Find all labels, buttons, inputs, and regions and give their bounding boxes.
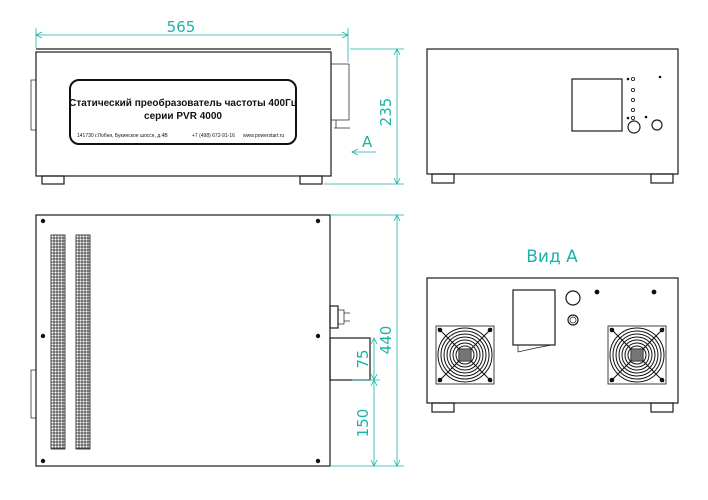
dimension-height-value: 235	[377, 98, 395, 127]
foot	[650, 402, 674, 413]
foot	[431, 402, 455, 413]
front-panel-view	[426, 48, 679, 184]
front-view: Статический преобразователь частоты 400Г…	[30, 48, 376, 185]
nameplate-address: 141730 г.Лобня, Букинское шоссе, д.4В	[77, 133, 168, 139]
cable-gland	[329, 305, 339, 329]
fuse-holder	[567, 314, 579, 326]
cooling-fan-left	[435, 325, 495, 385]
control-knob	[627, 120, 641, 134]
view-a-label: Вид А	[526, 247, 578, 267]
foot	[431, 173, 455, 184]
dimension-width-value: 565	[167, 18, 196, 36]
nameplate	[69, 79, 297, 145]
dimension-offset-150: 150	[354, 409, 372, 438]
power-connector	[512, 289, 556, 346]
dimension-offset-75: 75	[354, 349, 372, 368]
foot	[299, 175, 323, 185]
view-arrow-label: A	[362, 133, 373, 151]
nameplate-title-line1: Статический преобразователь частоты 400Г…	[69, 97, 298, 109]
rear-view: Вид А	[426, 247, 679, 413]
led-indicator	[631, 88, 636, 93]
led-indicator	[631, 98, 636, 103]
nameplate-phone: +7 (498) 672-91-16	[192, 133, 235, 139]
control-knob	[651, 119, 663, 131]
led-indicator	[631, 77, 636, 82]
ventilation-grid	[50, 234, 91, 450]
display-screen	[571, 78, 623, 132]
foot	[650, 173, 674, 184]
dimension-depth: 440	[330, 214, 404, 467]
dimension-width: 565	[35, 18, 349, 62]
nameplate-website: www.powerstart.ru	[243, 133, 284, 139]
front-panel-body	[426, 48, 679, 175]
led-indicator	[631, 116, 636, 121]
dimension-depth-value: 440	[377, 326, 395, 355]
top-view	[30, 214, 371, 467]
cooling-fan-right	[607, 325, 667, 385]
dimension-height: 235	[324, 48, 404, 185]
led-indicator	[631, 108, 636, 113]
round-socket	[565, 290, 581, 306]
nameplate-title-line2: серии PVR 4000	[144, 111, 222, 122]
rear-panel-body	[426, 277, 679, 404]
side-bracket	[330, 63, 350, 121]
dimension-offsets: 75 150	[352, 337, 380, 467]
foot	[41, 175, 65, 185]
side-connector-box	[329, 337, 371, 381]
